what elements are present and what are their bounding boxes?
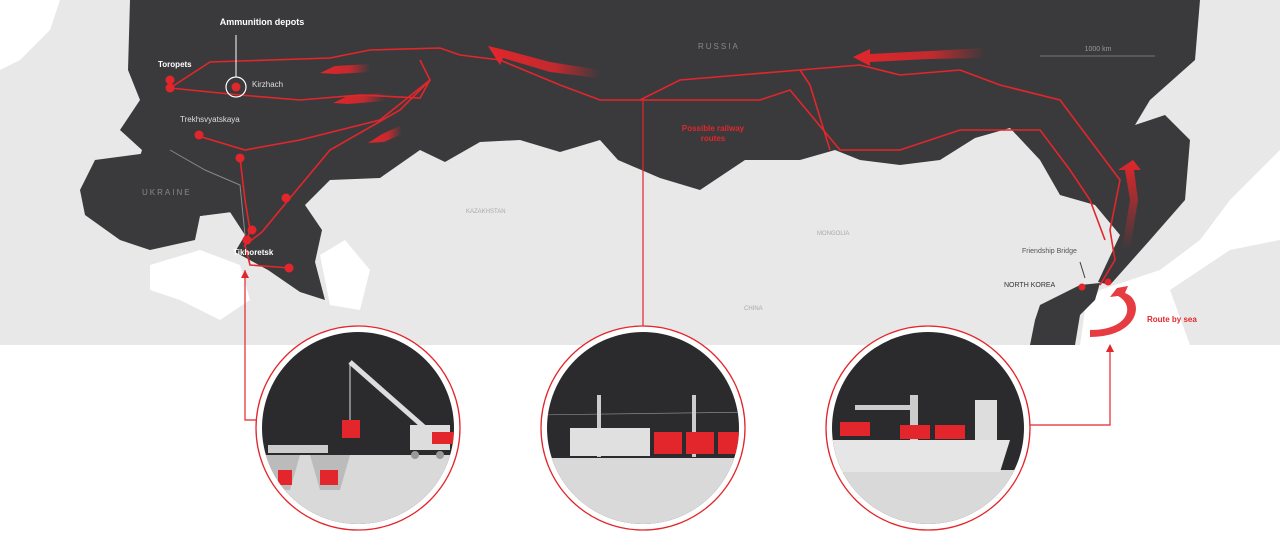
connector-crane — [244, 270, 260, 421]
depot-dot — [165, 83, 175, 93]
flow-arrow-north — [1118, 160, 1141, 250]
depot-dot — [281, 193, 291, 203]
flow-arrow-west — [368, 126, 402, 143]
connector-lines — [244, 100, 1111, 426]
port-dot — [1078, 283, 1086, 291]
label-possible-routes-line2: routes — [701, 134, 726, 143]
label-tikhoretsk: Tikhoretsk — [233, 248, 274, 257]
baltic-sea — [0, 0, 60, 70]
label-russia: RUSSIA — [698, 42, 740, 51]
ship-illustration — [825, 325, 1031, 531]
label-friendship-bridge: Friendship Bridge — [1022, 248, 1077, 255]
label-route-by-sea: Route by sea — [1147, 315, 1197, 324]
depot-dot-trekhsvyatskaya — [194, 130, 204, 140]
label-ukraine: UKRAINE — [142, 188, 192, 197]
north-korea-landmass — [1030, 283, 1100, 345]
connector-ship — [1026, 350, 1111, 426]
railway-routes — [169, 47, 1121, 286]
sea-route-arrow — [1090, 286, 1136, 337]
depot-dot — [284, 263, 294, 273]
label-kirzhach: Kirzhach — [252, 80, 283, 89]
flow-arrow-west — [333, 93, 385, 104]
flow-arrow-west — [853, 48, 985, 66]
port-dot — [1104, 278, 1112, 286]
depot-dot — [247, 225, 257, 235]
connector-arrowhead — [241, 270, 249, 278]
connector-arrowhead — [1106, 344, 1114, 352]
black-sea — [150, 250, 250, 320]
depot-dot — [235, 153, 245, 163]
depot-dot-kirzhach — [231, 82, 241, 92]
flow-arrows — [320, 46, 1141, 337]
russia-landmass — [120, 0, 1200, 300]
ukraine-border — [169, 149, 246, 236]
scale-bar-label: 1000 km — [1085, 46, 1112, 53]
friendship-bridge-pointer — [1079, 261, 1086, 279]
sakhalin — [1180, 60, 1280, 170]
label-mongolia: MONGOLIA — [817, 231, 849, 237]
ukraine-landmass — [80, 150, 245, 250]
label-toropets: Toropets — [158, 60, 192, 69]
caspian-sea — [320, 240, 370, 310]
flow-arrow-west — [488, 46, 600, 78]
depot-dot-tikhoretsk — [242, 235, 252, 245]
depot-markers — [165, 75, 1112, 291]
label-china: CHINA — [744, 306, 763, 312]
label-kazakhstan: KAZAKHSTAN — [466, 209, 506, 215]
label-possible-routes: Possible railway — [682, 124, 745, 133]
label-north-korea: NORTH KOREA — [1004, 282, 1056, 289]
depot-dot-toropets — [165, 75, 175, 85]
label-trekhsvyatskaya: Trekhsvyatskaya — [180, 115, 240, 124]
japan — [1170, 240, 1280, 345]
label-ammunition-depots: Ammunition depots — [220, 17, 305, 27]
flow-arrow-west — [320, 64, 370, 74]
